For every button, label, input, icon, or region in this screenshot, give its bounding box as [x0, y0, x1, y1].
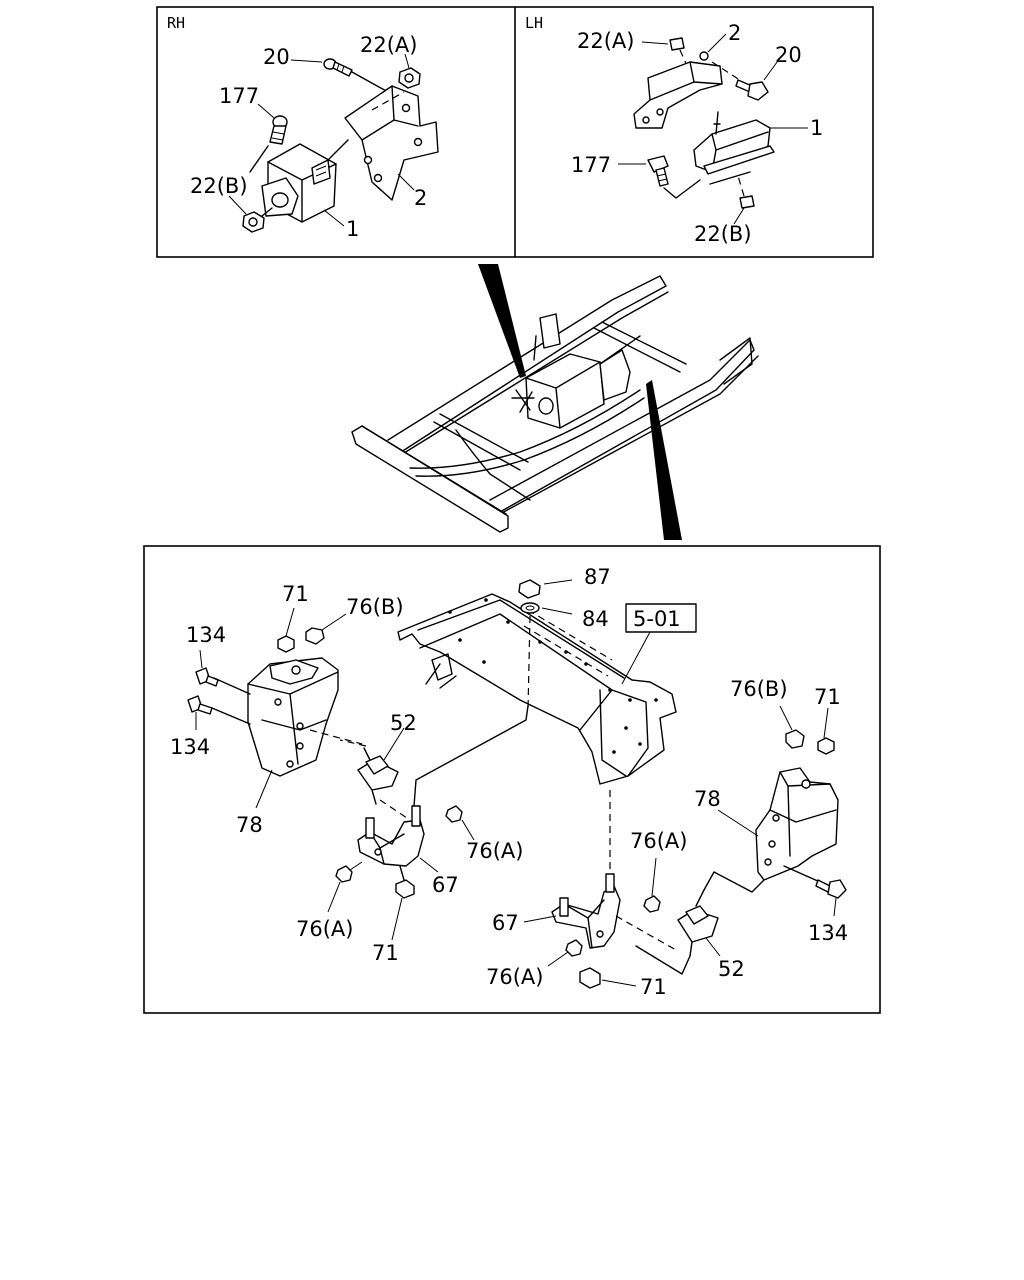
rh-bolt-177	[249, 115, 288, 173]
lh-label-177: 177	[571, 153, 611, 177]
label-76a-right-2: 76(A)	[486, 965, 543, 989]
bottom-crossmember	[397, 593, 677, 785]
rh-label-2: 2	[414, 186, 427, 210]
label-76a-right-1: 76(A)	[630, 829, 687, 853]
lh-panel: LH	[525, 14, 823, 246]
label-71-bottom-right: 71	[640, 975, 667, 999]
right-top-fasteners	[779, 705, 835, 755]
label-ref-5-01: 5-01	[633, 607, 681, 631]
lh-label-2: 2	[728, 21, 741, 45]
label-134-bottom: 134	[170, 735, 210, 759]
rh-nut-22a	[398, 67, 421, 89]
rh-bolt-20	[323, 58, 389, 93]
rh-header: RH	[167, 14, 185, 32]
bottom-labels: 87 84 5-01 71 76(B) 134 134 52 78 76(A) …	[170, 565, 848, 999]
lh-leaders	[618, 33, 808, 225]
label-71-top-right: 71	[814, 685, 841, 709]
callout-wedge-top	[478, 264, 526, 378]
label-52-right: 52	[718, 957, 745, 981]
right-bolt-134	[815, 879, 847, 917]
rh-label-22b: 22(B)	[190, 174, 248, 198]
right-bracket-67-mount-52	[523, 790, 765, 975]
rh-label-1: 1	[346, 217, 359, 241]
left-top-fasteners	[277, 607, 347, 653]
lh-nut-22a	[669, 37, 697, 87]
left-bolts-134	[187, 649, 219, 730]
lh-label-22b: 22(B)	[694, 222, 752, 246]
label-76a-left-2: 76(A)	[296, 917, 353, 941]
rh-mount-1	[261, 139, 349, 223]
lh-label-22a: 22(A)	[577, 29, 634, 53]
lh-label-1: 1	[810, 116, 823, 140]
chassis-overview	[351, 264, 759, 540]
rh-label-177: 177	[219, 84, 259, 108]
right-lower-fasteners	[547, 857, 661, 989]
label-67-right: 67	[492, 911, 519, 935]
left-bracket-67	[357, 705, 529, 873]
lh-bracket-2	[633, 51, 747, 129]
lh-nut-22b	[737, 175, 755, 209]
label-78-right: 78	[694, 787, 721, 811]
label-134-top: 134	[186, 623, 226, 647]
lh-label-20: 20	[775, 43, 802, 67]
rh-label-20: 20	[263, 45, 290, 69]
reference-box	[621, 603, 697, 685]
lh-mount-1	[693, 111, 775, 185]
label-84: 84	[582, 607, 609, 631]
label-76b-right: 76(B)	[730, 677, 788, 701]
rh-panel: RH	[167, 14, 439, 241]
rh-label-22a: 22(A)	[360, 33, 417, 57]
callout-wedge-bottom	[646, 380, 682, 540]
left-mount-52	[339, 727, 411, 821]
lh-bolt-20	[735, 79, 769, 101]
label-87: 87	[584, 565, 611, 589]
bottom-panel-frame	[143, 545, 881, 1014]
label-134-right: 134	[808, 921, 848, 945]
label-71-bottom-left: 71	[372, 941, 399, 965]
label-76a-left-1: 76(A)	[466, 839, 523, 863]
top-panels	[156, 6, 874, 258]
lh-header: LH	[525, 14, 543, 32]
label-71-top-left: 71	[282, 582, 309, 606]
nut-87-washer-84	[518, 579, 573, 711]
label-52-left: 52	[390, 711, 417, 735]
left-lower-fasteners	[327, 805, 475, 941]
lh-bolt-177	[647, 155, 701, 199]
left-bracket-78	[211, 657, 363, 809]
label-67-left: 67	[432, 873, 459, 897]
label-76b-left: 76(B)	[346, 595, 404, 619]
label-78-left: 78	[236, 813, 263, 837]
rh-nut-22b	[242, 207, 273, 233]
right-bracket-78	[717, 767, 839, 883]
rh-bracket-2	[344, 85, 439, 201]
rh-leaders	[228, 53, 415, 227]
